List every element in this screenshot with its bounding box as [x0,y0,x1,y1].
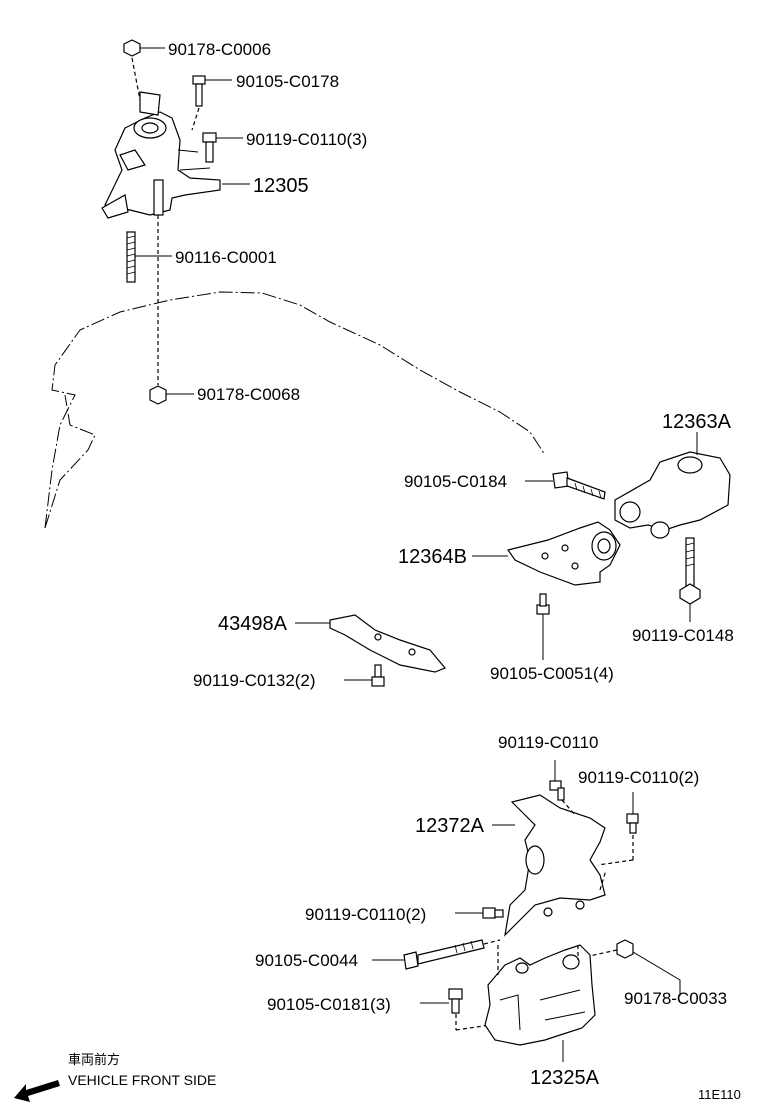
label-90105-C0051-4: 90105-C0051(4) [490,664,614,683]
label-90105-C0178: 90105-C0178 [236,72,339,91]
label-90178-C0006: 90178-C0006 [168,40,271,59]
bolt-90105-C0044 [372,939,501,970]
engine-outline [44,291,546,529]
bolt-90119-C0110-2-upper [597,792,639,866]
bolt-90105-C0051-4 [536,593,550,660]
bolt-90105-C0181-3 [420,988,491,1031]
front-direction-en: VEHICLE FRONT SIDE [68,1072,217,1088]
label-90105-C0044: 90105-C0044 [255,951,358,970]
label-12372A: 12372A [415,815,485,837]
engine-mount-12305 [101,91,221,219]
bolt-90119-C0110-2-lower [455,907,504,919]
front-direction-jp: 車両前方 [68,1053,121,1068]
label-90178-C0033: 90178-C0033 [624,989,727,1008]
label-90119-C0148: 90119-C0148 [632,626,734,645]
label-90178-C0068: 90178-C0068 [197,385,300,404]
nut-90178-C0033 [579,939,681,996]
bolt-90119-C0148 [679,537,701,622]
bracket-12372A [492,794,607,937]
bracket-12325A [484,944,596,1062]
bolt-90119-C0132-2 [344,664,385,687]
bolt-90119-C0110 [549,760,576,816]
bolt-90105-C0178 [191,75,232,131]
label-90105-C0181-3: 90105-C0181(3) [267,995,391,1014]
bolt-90119-C0110-3 [202,132,243,163]
arrow-down-left-icon [14,1080,60,1102]
plate-43498A [295,614,446,673]
label-12325A: 12325A [530,1067,600,1089]
label-90119-C0110-2-upper: 90119-C0110(2) [578,768,699,787]
bolt-90105-C0184 [525,471,606,500]
stud-90116-C0001 [126,179,172,385]
rear-mount-12363A [614,432,731,539]
label-12364B: 12364B [398,546,467,568]
label-90119-C0110-2-lower: 90119-C0110(2) [305,905,426,924]
label-90119-C0110-3: 90119-C0110(3) [246,130,367,149]
bracket-12364B [472,521,621,586]
label-12363A: 12363A [662,411,732,433]
label-43498A: 43498A [218,613,288,635]
diagram-id: 11E110 [698,1087,741,1102]
nut-90178-C0006 [123,39,165,101]
label-12305: 12305 [253,175,309,197]
label-90116-C0001: 90116-C0001 [175,248,277,267]
label-90105-C0184: 90105-C0184 [404,472,507,491]
label-90119-C0132-2: 90119-C0132(2) [193,671,316,690]
nut-90178-C0068 [149,385,194,405]
label-90119-C0110: 90119-C0110 [498,733,599,752]
